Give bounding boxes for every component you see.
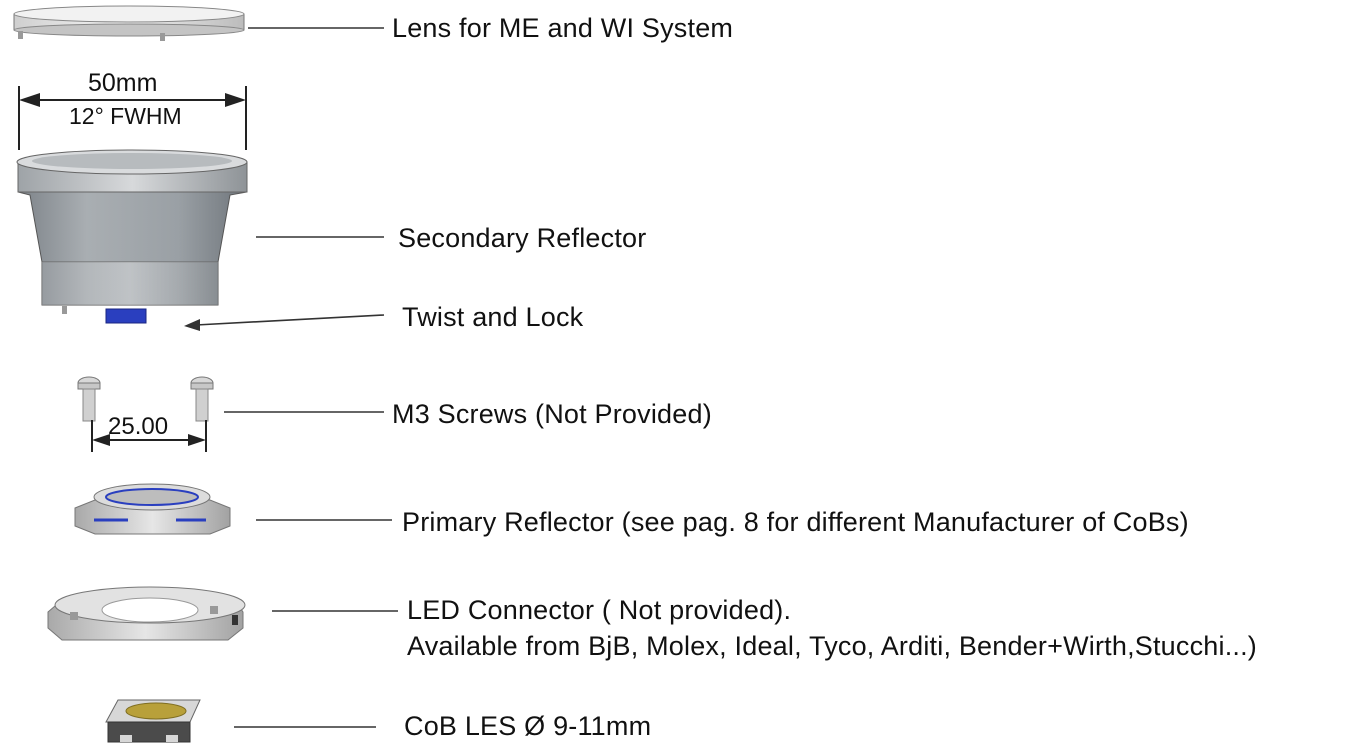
lens-part [13, 5, 245, 41]
led-connector-part [47, 586, 246, 641]
screw-spacing-dimension [91, 420, 207, 452]
leader-lines [184, 27, 398, 728]
m3-screws-part [77, 376, 214, 422]
label-primary-reflector: Primary Reflector (see pag. 8 for differ… [402, 507, 1189, 537]
cob-part [105, 699, 201, 743]
label-twist-and-lock: Twist and Lock [402, 302, 584, 332]
label-led-connector: LED Connector ( Not provided). [407, 595, 792, 625]
width-dimension [18, 86, 247, 150]
dimension-width-text: 50mm [88, 69, 158, 97]
label-cob: CoB LES Ø 9-11mm [404, 711, 652, 741]
dimension-screw-spacing-text: 25.00 [108, 413, 169, 440]
label-led-connector-availability: Available from BjB, Molex, Ideal, Tyco, … [407, 631, 1258, 661]
label-secondary-reflector: Secondary Reflector [398, 223, 647, 253]
secondary-reflector-part [16, 149, 248, 324]
primary-reflector-part [74, 483, 231, 535]
label-lens: Lens for ME and WI System [392, 13, 734, 43]
dimension-beam-angle-text: 12° FWHM [69, 103, 182, 129]
arrowhead-twist-lock [184, 319, 200, 331]
leader-twist-lock [195, 314, 385, 326]
label-m3-screws: M3 Screws (Not Provided) [392, 399, 712, 429]
